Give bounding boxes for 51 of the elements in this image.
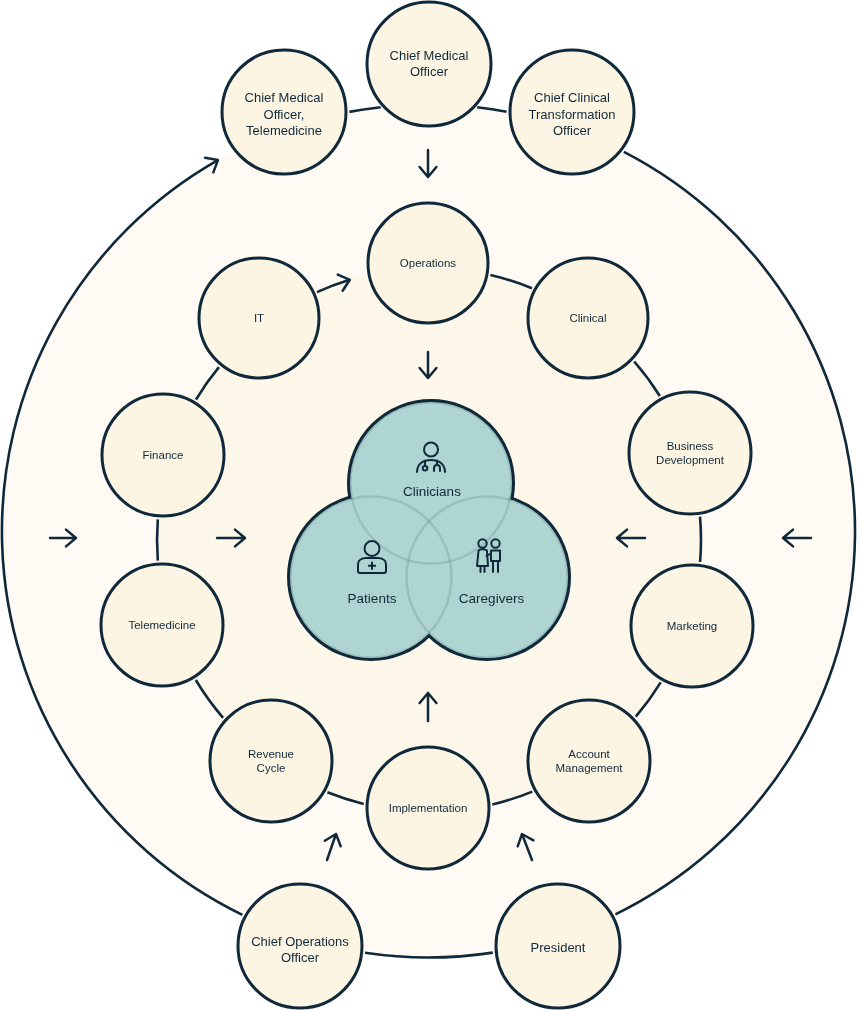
department-circle [526, 698, 652, 824]
node-label: IT [253, 310, 265, 326]
node-label: Chief Medical Officer [388, 47, 470, 81]
arrow [316, 273, 352, 294]
node-label: Marketing [666, 618, 718, 634]
node-label: Chief Operations Officer [250, 933, 350, 967]
connector-line [326, 791, 365, 806]
node-label: Operations [399, 255, 457, 271]
venn-circle [404, 494, 570, 660]
node-label: Finance [142, 447, 184, 463]
node-label: Clinicians [403, 483, 461, 499]
node-label: President [530, 939, 586, 957]
department-circle [627, 390, 753, 516]
department-circle [365, 745, 491, 871]
node-label: Caregivers [458, 590, 525, 606]
connector-line [614, 150, 857, 916]
venn-circle [288, 494, 454, 660]
connector-line [364, 951, 493, 959]
node-label: Business Development [655, 438, 725, 468]
node-label: Implementation [388, 800, 468, 816]
role-circle [236, 882, 364, 1010]
department-circle [629, 563, 755, 689]
node-label: Chief Medical Officer, Telemedicine [243, 90, 325, 140]
connector-line [633, 360, 661, 397]
department-circle [366, 201, 490, 325]
venn-circle [348, 400, 514, 566]
connector-line [634, 681, 662, 718]
department-circle [526, 256, 650, 380]
connector-line [698, 516, 703, 563]
department-circle [197, 256, 321, 380]
role-circle [365, 0, 493, 128]
connector-line [490, 273, 533, 290]
role-circle [508, 48, 636, 176]
node-label: Account Management [554, 746, 624, 776]
connector-line [155, 519, 160, 561]
node-label: Chief Clinical Transformation Officer [527, 90, 617, 140]
arrow [0, 157, 244, 916]
connector-line [477, 106, 507, 113]
connector-line [349, 105, 381, 114]
node-label: Patients [347, 590, 397, 606]
role-circle [220, 48, 348, 176]
connector-line [194, 679, 225, 719]
role-circle [494, 882, 622, 1010]
connector-line [194, 366, 220, 401]
department-circle [99, 562, 225, 688]
node-label: Revenue Cycle [246, 746, 295, 776]
node-label: Clinical [569, 310, 607, 326]
node-label: Telemedicine [128, 617, 196, 633]
connector-line [491, 790, 533, 806]
department-circle [208, 698, 334, 824]
department-circle [100, 392, 226, 518]
